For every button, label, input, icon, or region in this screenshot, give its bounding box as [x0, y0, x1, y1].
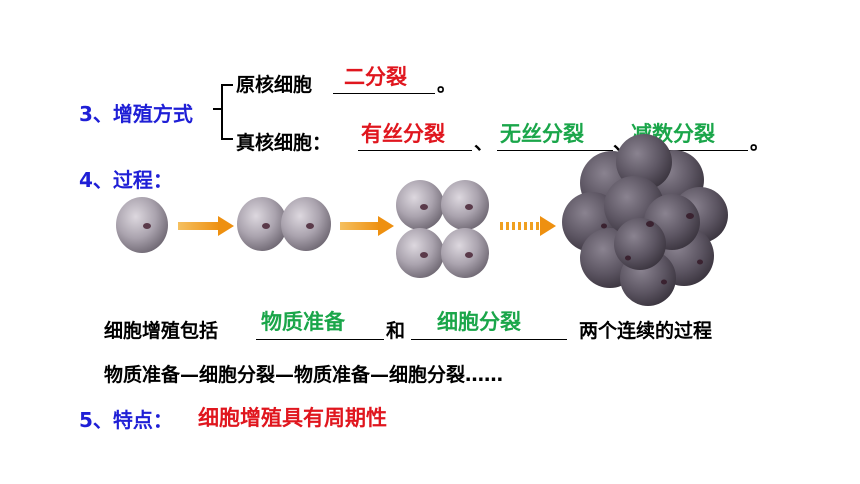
- separator-1: 、: [474, 132, 494, 154]
- eukaryote-blank-3: [628, 150, 748, 151]
- section3-heading: 3、增殖方式: [79, 102, 193, 126]
- eukaryote-period: 。: [750, 132, 770, 154]
- prokaryote-blank: [333, 93, 435, 94]
- section5-heading: 5、特点：: [79, 408, 173, 432]
- cell-icon: [237, 197, 287, 251]
- process-answer-2: 细胞分裂: [437, 310, 521, 334]
- cell-icon: [281, 197, 331, 251]
- section4-heading: 4、过程：: [79, 168, 173, 192]
- classification-brace: [221, 84, 233, 140]
- eukaryote-blank-2: [497, 150, 613, 151]
- eukaryote-answer-2: 无丝分裂: [500, 122, 584, 146]
- process-line1-suffix: 两个连续的过程: [579, 320, 713, 342]
- cell-icon: [441, 228, 489, 278]
- arrow-right-icon: [500, 216, 556, 236]
- process-blank-1: [256, 339, 384, 340]
- cell-icon: [116, 197, 168, 253]
- cell-icon: [396, 228, 444, 278]
- prokaryote-answer: 二分裂: [344, 65, 407, 89]
- brace-tick: [213, 108, 221, 110]
- prokaryote-label: 原核细胞: [236, 74, 313, 96]
- feature-answer: 细胞增殖具有周期性: [198, 406, 387, 430]
- eukaryote-blank-1: [358, 150, 472, 151]
- process-answer-1: 物质准备: [261, 310, 345, 334]
- process-line1-prefix: 细胞增殖包括: [104, 320, 219, 342]
- cell-icon: [441, 180, 489, 230]
- eukaryote-label: 真核细胞：: [236, 132, 332, 154]
- process-line1-middle: 和: [386, 320, 406, 342]
- cell-icon: [396, 180, 444, 230]
- arrow-right-icon: [178, 216, 234, 236]
- prokaryote-period: 。: [437, 74, 457, 96]
- eukaryote-answer-1: 有丝分裂: [361, 122, 445, 146]
- process-blank-2: [411, 339, 567, 340]
- arrow-right-icon: [340, 216, 394, 236]
- process-line2: 物质准备—细胞分裂—物质准备—细胞分裂……: [104, 364, 504, 386]
- cell-cluster: [562, 134, 728, 306]
